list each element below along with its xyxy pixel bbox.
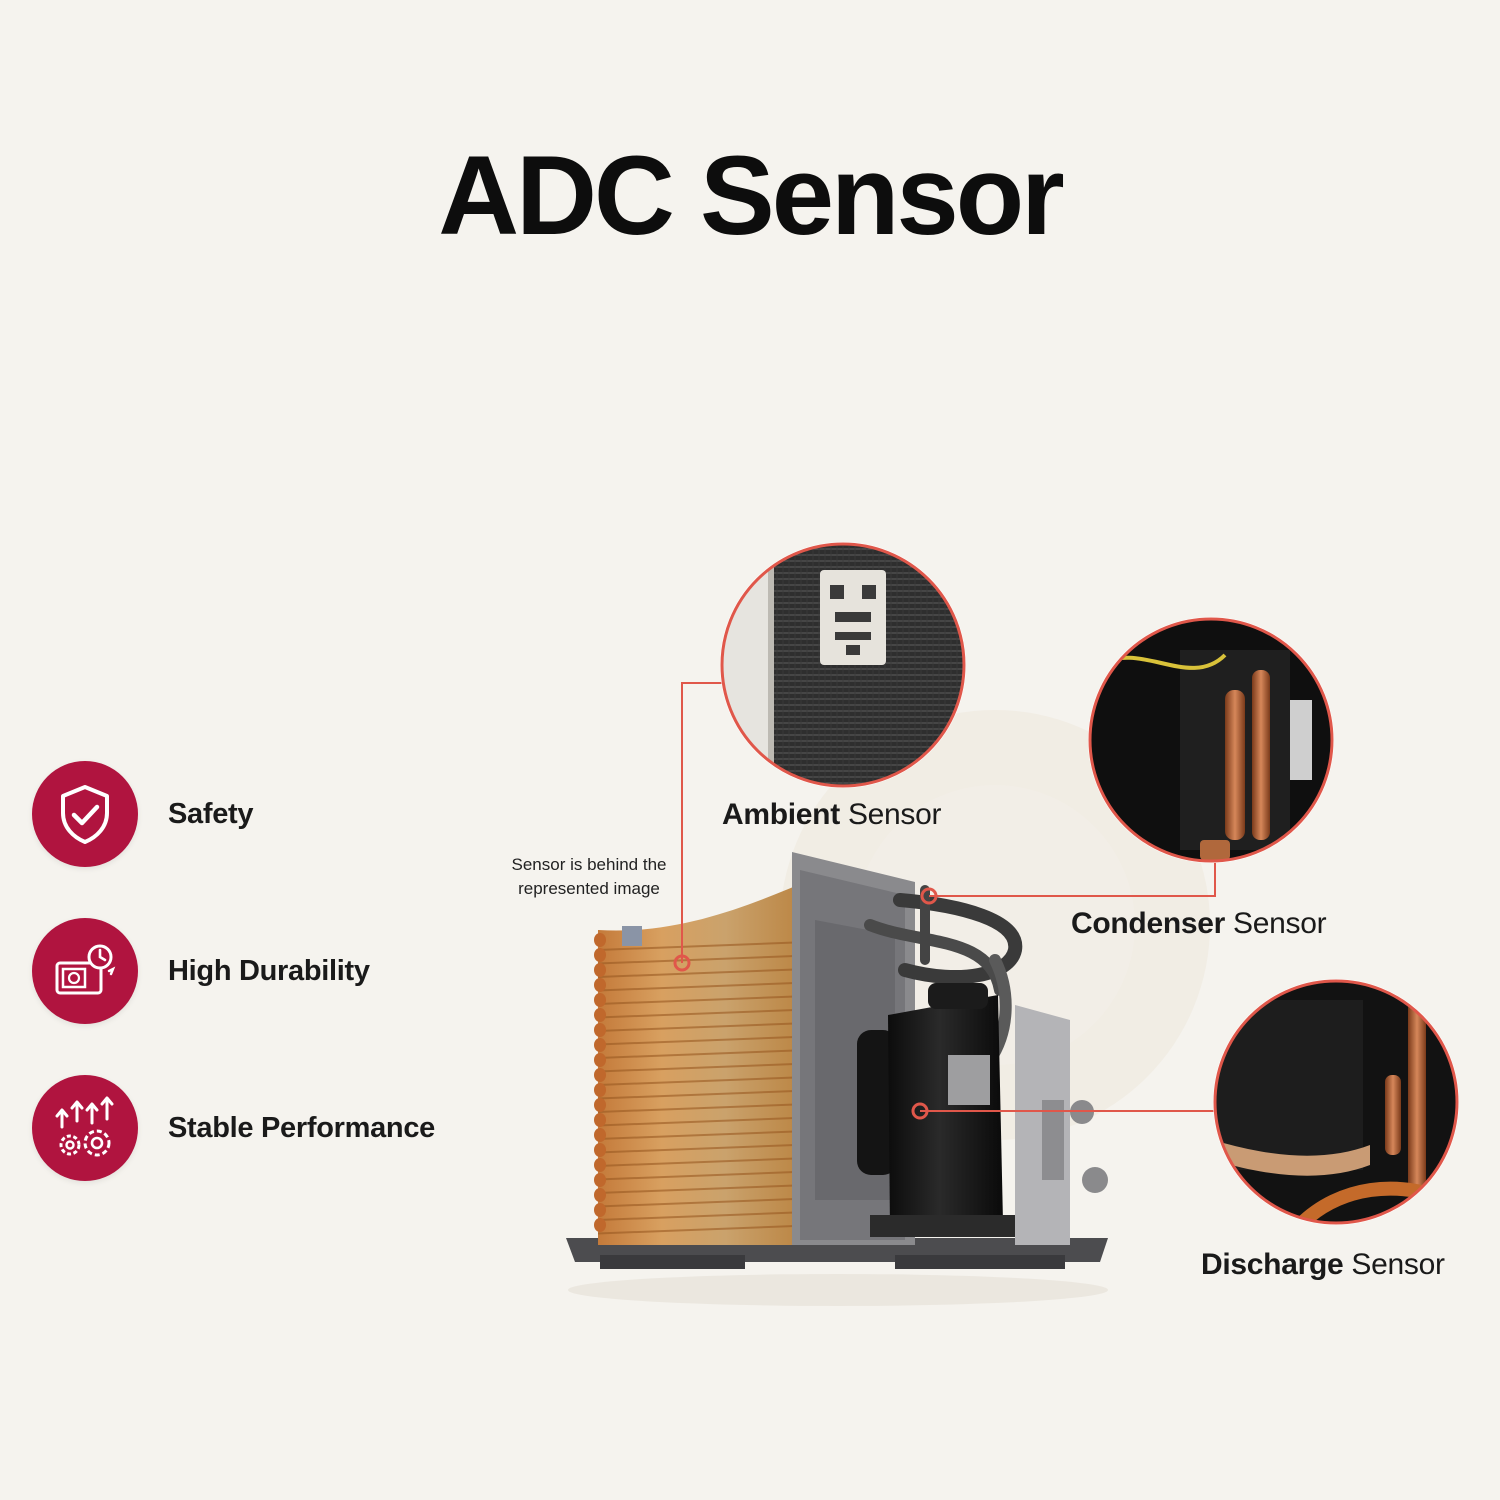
coil-fin: [597, 1224, 809, 1235]
feature-label: Stable Performance: [168, 1111, 435, 1144]
condenser-coil: [594, 880, 810, 1245]
condenser-sensor-label: Condenser Sensor: [1071, 907, 1327, 941]
condenser-sensor-zoom: [1088, 617, 1334, 863]
coil-fin: [597, 1157, 809, 1167]
coil-fin: [597, 941, 809, 951]
coil-tube-bend: [594, 963, 606, 977]
coil-tube-bend: [594, 1068, 606, 1082]
service-panel: [1015, 1005, 1108, 1245]
coil-tube-bend: [594, 1218, 606, 1232]
coil-fin: [597, 1035, 809, 1046]
coil-fin: [597, 981, 809, 992]
feature-label: High Durability: [168, 954, 370, 987]
coil-tube-bend: [594, 1008, 606, 1022]
coil-fin: [597, 1197, 809, 1208]
feature-safety: Safety: [32, 761, 254, 867]
coil-tube-bend: [594, 1128, 606, 1142]
coil-fin: [597, 968, 809, 978]
coil-tube-bend: [594, 1203, 606, 1217]
sensor-label-weak: Sensor: [1343, 1248, 1445, 1281]
coil-fin: [597, 1143, 809, 1154]
coil-fin: [597, 1062, 809, 1073]
coil-fin: [597, 1089, 809, 1100]
coil-tube-bend: [594, 1113, 606, 1127]
sensor-label-weak: Sensor: [839, 798, 942, 831]
coil-fin: [597, 995, 809, 1005]
discharge-sensor-label: Discharge Sensor: [1201, 1248, 1445, 1282]
sensor-note: Sensor is behind the represented image: [511, 855, 667, 898]
page-title: ADC Sensor: [438, 133, 1064, 258]
coil-tube-bend: [594, 1158, 606, 1172]
sensor-label-strong: Discharge: [1201, 1248, 1344, 1281]
coil-tube-bend: [594, 1188, 606, 1202]
coil-fin: [597, 1184, 809, 1194]
gears-arrows-icon: [32, 1075, 138, 1181]
coil-fin: [597, 1008, 809, 1019]
coil-tube-bend: [594, 1098, 606, 1112]
coil-tube-bend: [594, 1083, 606, 1097]
coil-tube-bend: [594, 1143, 606, 1157]
coil-fin: [597, 1103, 809, 1113]
coil-tube-bend: [594, 1173, 606, 1187]
sensor-label-strong: Ambient: [722, 798, 840, 831]
sensor-points: [673, 887, 938, 1120]
condenser-leader-line: [929, 862, 1216, 897]
leader-lines: [681, 682, 1216, 1112]
ambient-sensor-label: Ambient Sensor: [722, 798, 942, 832]
feature-label: Safety: [168, 797, 254, 830]
coil-fin: [597, 1211, 809, 1221]
coil-tube-bend: [594, 1038, 606, 1052]
coil-fin: [597, 1130, 809, 1140]
coil-tube-bend: [594, 1053, 606, 1067]
ambient-leader-line: [681, 682, 722, 963]
coil-fin: [597, 954, 809, 965]
sensor-label-strong: Condenser: [1071, 907, 1225, 940]
sensor-label-weak: Sensor: [1225, 907, 1327, 940]
unit-clock-icon: [32, 918, 138, 1024]
coil-fin: [597, 1076, 809, 1086]
coil-tube-bend: [594, 978, 606, 992]
coil-fin: [597, 1116, 809, 1127]
unit-base: [566, 1238, 1108, 1306]
coil-fin: [597, 1022, 809, 1032]
compressor: [857, 983, 1015, 1237]
coil-tube-bend: [594, 948, 606, 962]
discharge-sensor-zoom: [1213, 979, 1459, 1225]
coil-fin: [597, 1170, 809, 1181]
coil-tube-bend: [594, 993, 606, 1007]
coil-tube-bend: [594, 933, 606, 947]
shield-check-icon: [32, 761, 138, 867]
feature-stable-performance: Stable Performance: [32, 1075, 435, 1181]
coil-tube-bend: [594, 1023, 606, 1037]
coil-fin: [597, 1049, 809, 1059]
feature-high-durability: High Durability: [32, 918, 370, 1024]
